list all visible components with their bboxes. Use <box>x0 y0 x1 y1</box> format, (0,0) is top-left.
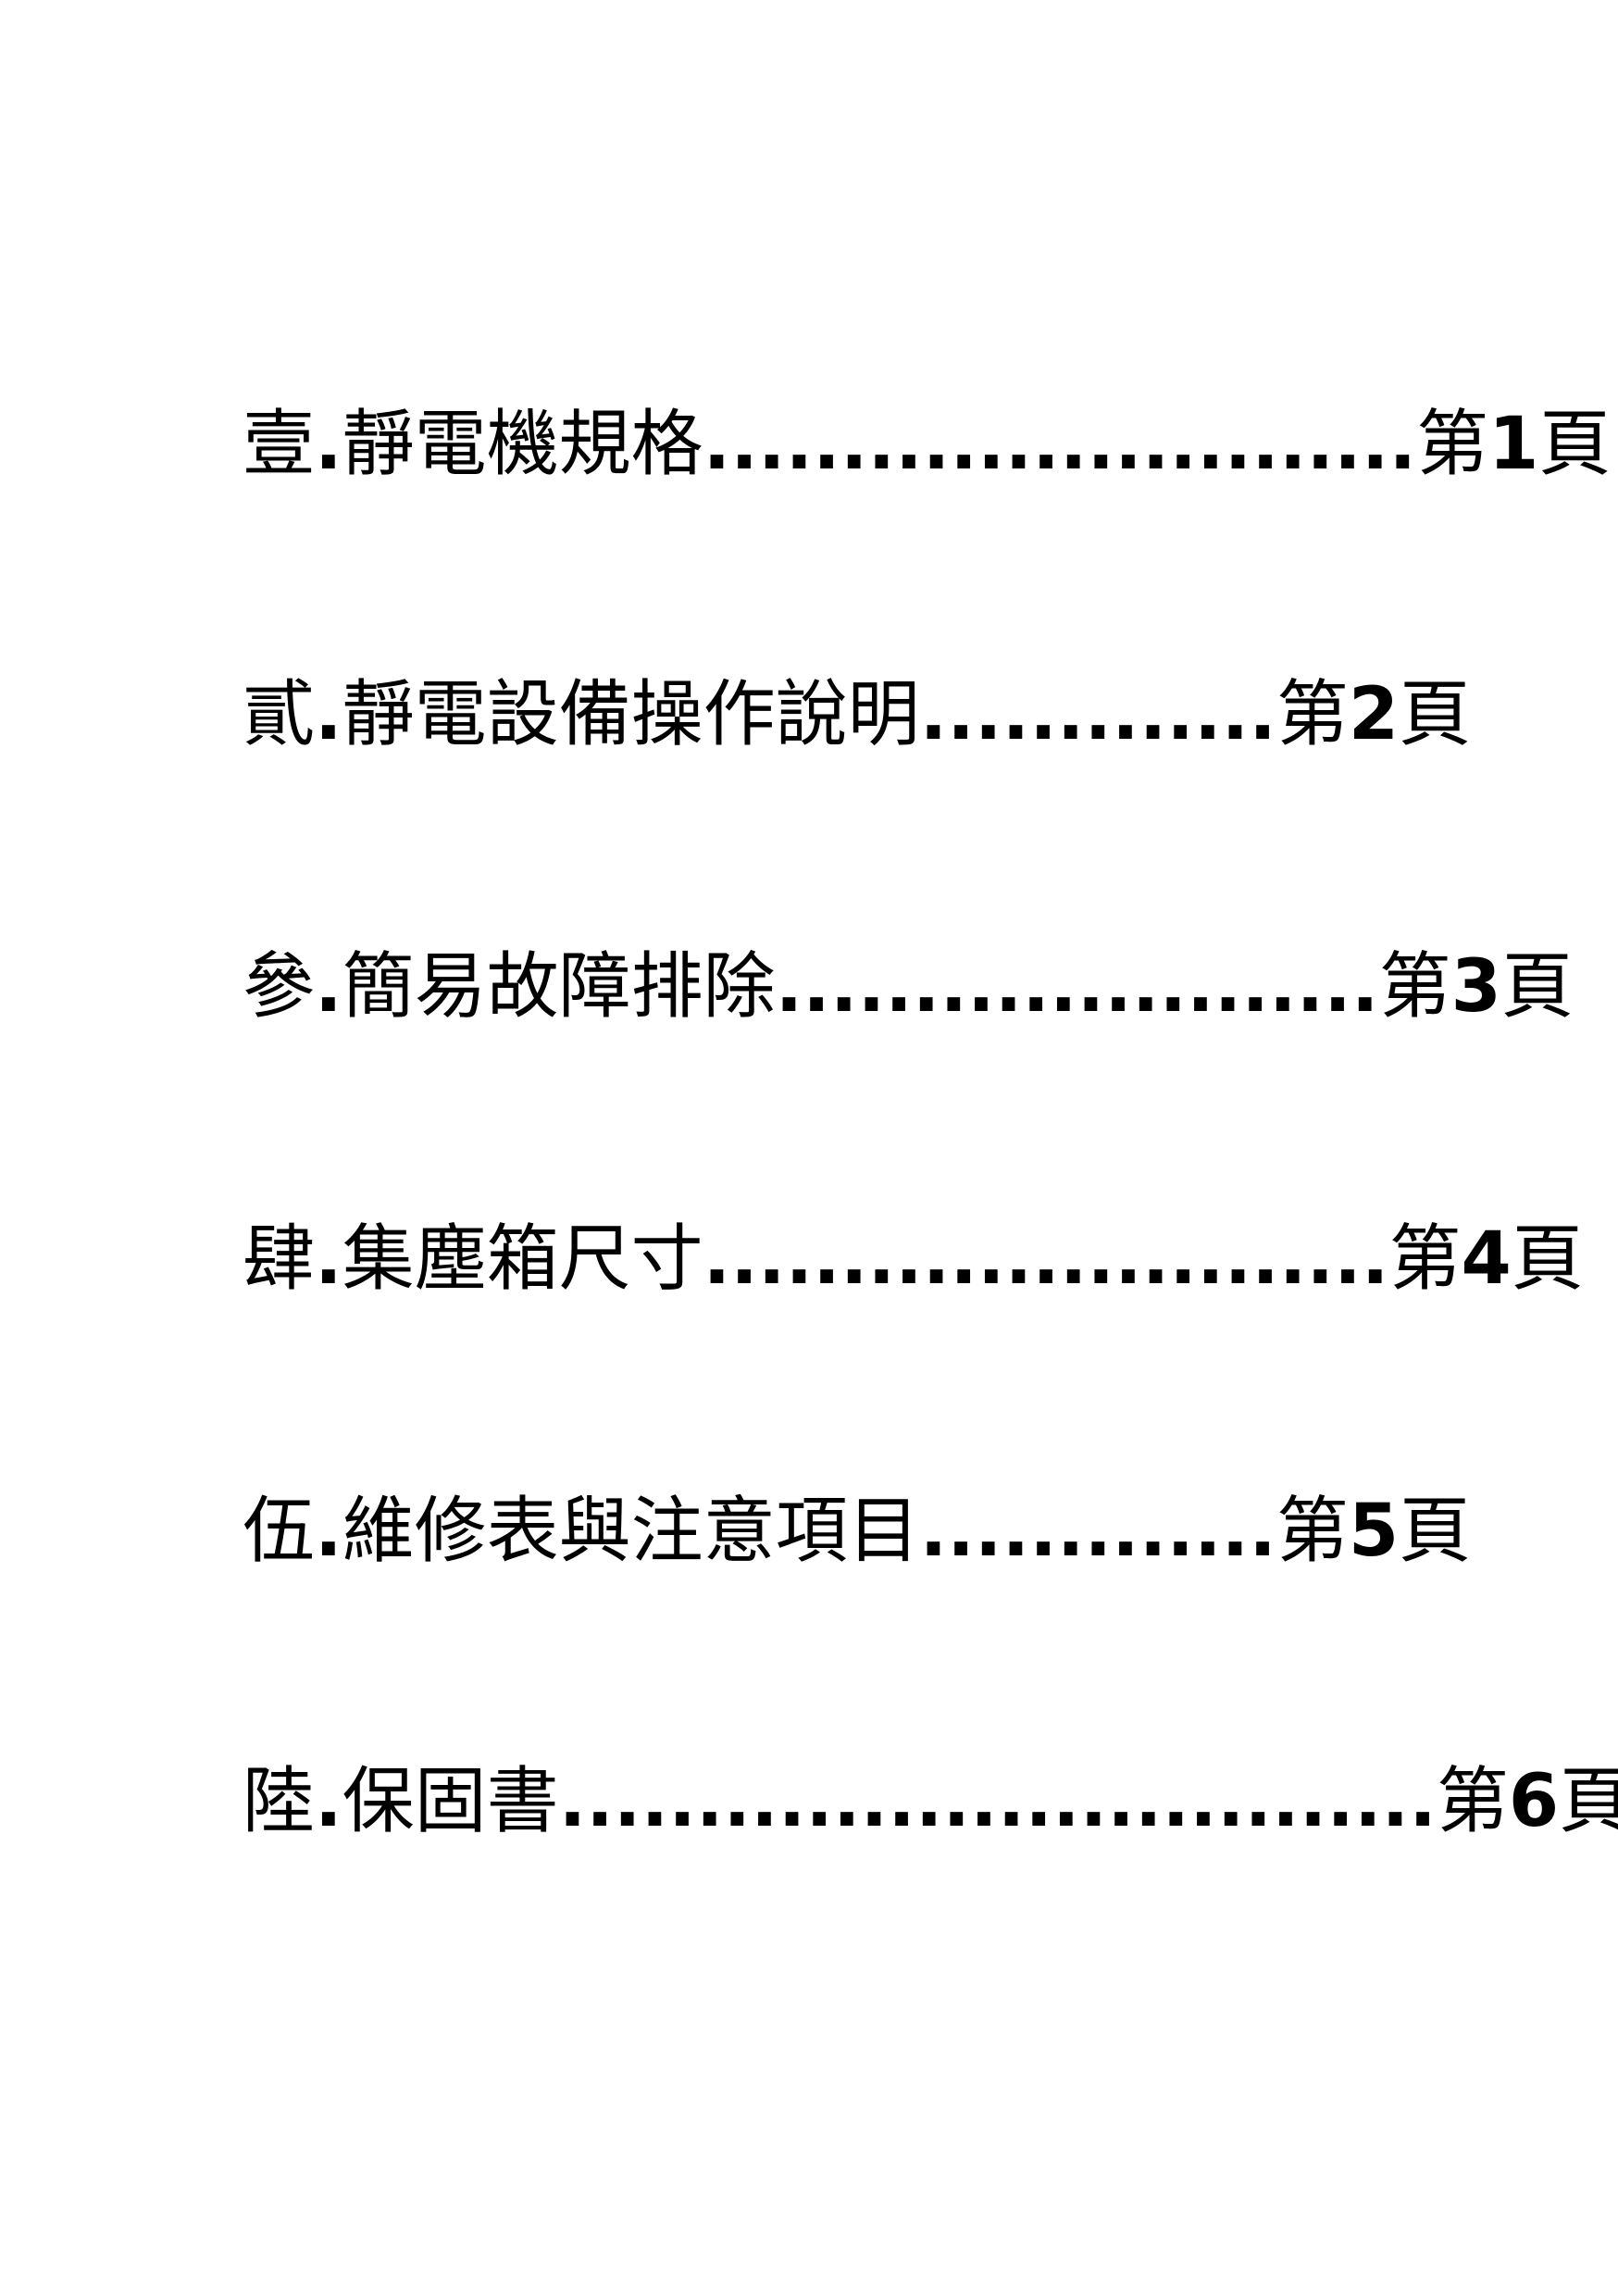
entry-number: 壹 <box>243 403 316 486</box>
entry-number: 伍 <box>243 1490 316 1573</box>
entry-page-number: 5 <box>1348 1490 1400 1573</box>
entry-leader-dots: ............. <box>919 1490 1276 1573</box>
entry-number: 陸 <box>243 1760 316 1843</box>
entry-number: 肆 <box>243 1217 316 1301</box>
entry-page-prefix: 第 <box>1436 1760 1509 1843</box>
entry-leader-dots: .......................... <box>703 403 1417 486</box>
entry-page-suffix: 頁 <box>1399 1490 1472 1573</box>
entry-leader-dots: ................................ <box>558 1760 1437 1843</box>
entry-page-number: 1 <box>1488 403 1539 486</box>
entry-separator: . <box>315 673 342 756</box>
entry-number: 貳 <box>243 673 316 756</box>
entry-separator: . <box>315 1760 342 1843</box>
entry-page-number: 3 <box>1450 945 1501 1029</box>
entry-title: 靜電機規格 <box>342 403 703 486</box>
entry-page-suffix: 頁 <box>1538 403 1612 486</box>
entry-page-suffix: 頁 <box>1399 673 1472 756</box>
entry-separator: . <box>315 1490 342 1573</box>
entry-page-prefix: 第 <box>1276 1490 1349 1573</box>
entry-title: 保固書 <box>342 1760 559 1843</box>
entry-page-prefix: 第 <box>1388 1217 1462 1301</box>
entry-title: 簡易故障排除 <box>342 945 776 1029</box>
entry-leader-dots: ......................... <box>703 1217 1389 1301</box>
entry-title: 集塵箱尺寸 <box>342 1217 703 1301</box>
entry-leader-dots: ............. <box>919 673 1276 756</box>
entry-page-suffix: 頁 <box>1511 1217 1584 1301</box>
entry-page-suffix: 頁 <box>1500 945 1574 1029</box>
entry-leader-dots: ...................... <box>775 945 1379 1029</box>
entry-page-number: 4 <box>1461 1217 1512 1301</box>
entry-page-suffix: 頁 <box>1559 1760 1618 1843</box>
entry-page-number: 2 <box>1348 673 1400 756</box>
entry-separator: . <box>315 945 342 1029</box>
entry-separator: . <box>315 403 342 486</box>
entry-page-prefix: 第 <box>1416 403 1489 486</box>
entry-title: 靜電設備操作說明 <box>342 673 920 756</box>
entry-number: 參 <box>243 945 316 1029</box>
entry-page-prefix: 第 <box>1276 673 1349 756</box>
entry-separator: . <box>315 1217 342 1301</box>
entry-title: 維修表與注意項目 <box>342 1490 920 1573</box>
entry-page-prefix: 第 <box>1378 945 1451 1029</box>
entry-page-number: 6 <box>1508 1760 1560 1843</box>
